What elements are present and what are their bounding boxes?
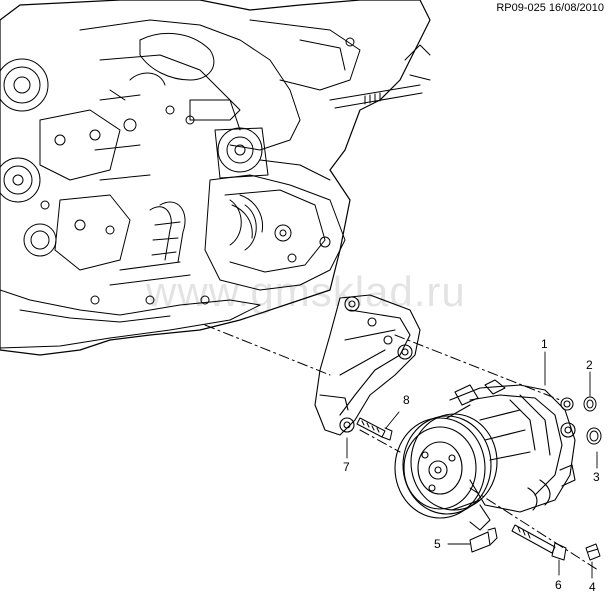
engine-assembly [0, 0, 431, 356]
watermark: www.gmsklad.ru [146, 268, 466, 315]
long-bolt-6 [511, 524, 567, 561]
callout-1: 1 [541, 337, 548, 351]
bolt-8 [356, 417, 393, 441]
assembly-guide-lines [204, 324, 599, 571]
bolt-5 [469, 527, 498, 553]
callout-5: 5 [434, 537, 441, 551]
callout-6: 6 [555, 578, 562, 592]
leader-lines [346, 351, 598, 579]
seal-ring-3 [586, 427, 602, 445]
callout-8: 8 [403, 393, 410, 407]
mounting-bracket [314, 294, 421, 436]
callout-3: 3 [593, 470, 600, 484]
callout-2: 2 [586, 358, 593, 372]
seal-ring-2 [583, 396, 597, 412]
callout-4: 4 [589, 580, 596, 594]
drawing-reference: RP09-025 16/08/2010 [496, 2, 604, 14]
ac-compressor [394, 379, 576, 531]
plug-4 [585, 543, 601, 561]
callout-7: 7 [343, 460, 350, 474]
